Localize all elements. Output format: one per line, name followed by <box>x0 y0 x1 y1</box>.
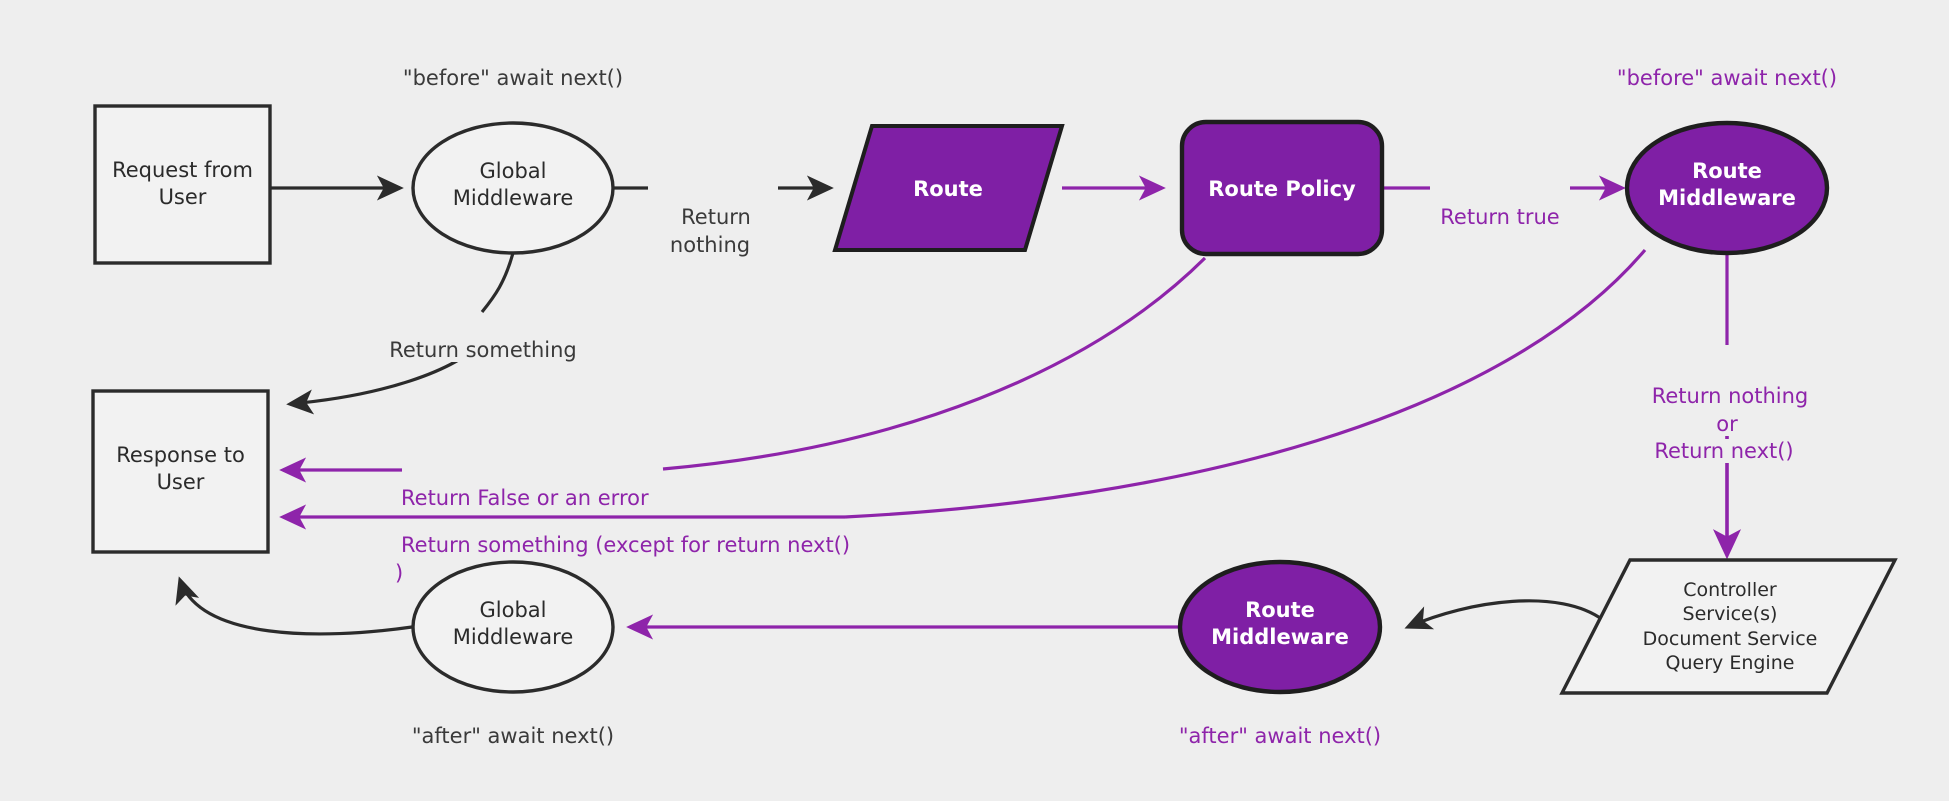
node-controller-services[interactable] <box>1559 558 1898 695</box>
edge-route-mw-to-response <box>279 248 1647 530</box>
node-route-middleware-bottom[interactable] <box>1177 559 1383 695</box>
edge-controller-to-route-mw-bottom <box>1404 599 1604 630</box>
node-response-to-user[interactable] <box>91 389 270 554</box>
edge-policy-to-response <box>279 256 1207 483</box>
node-route-middleware-top[interactable] <box>1624 120 1830 256</box>
node-route[interactable] <box>832 124 1065 252</box>
edge-global-bottom-to-response <box>175 576 413 636</box>
node-global-middleware-bottom[interactable] <box>411 560 615 694</box>
node-global-middleware-top[interactable] <box>411 121 615 255</box>
node-request-from-user[interactable] <box>93 104 272 265</box>
node-route-policy[interactable] <box>1179 119 1385 257</box>
